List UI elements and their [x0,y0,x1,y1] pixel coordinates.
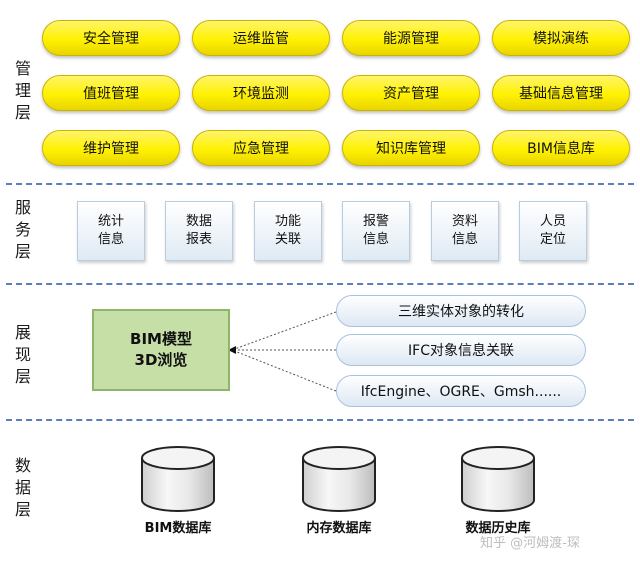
database-label-memory: 内存数据库 [306,521,372,536]
service-item-label: 数据报表 [185,214,212,247]
database-label-history: 数据历史库 [465,521,531,536]
bim-3d-view-box[interactable]: BIM模型 3D浏览 [92,309,230,391]
service-item-documents[interactable]: 资料信息 [431,201,499,261]
display-feature-entity-conversion[interactable]: 三维实体对象的转化 [336,295,586,327]
connector-arrowhead [228,346,236,354]
layer-label-data: 数据层 [14,456,31,519]
management-item-environment[interactable]: 环境监测 [192,75,330,111]
service-item-positioning[interactable]: 人员定位 [519,201,587,261]
database-icon-history [461,446,535,512]
management-item-assets[interactable]: 资产管理 [342,75,480,111]
service-item-label: 功能关联 [274,214,301,247]
display-feature-ifc-association[interactable]: IFC对象信息关联 [336,334,586,366]
service-item-reports[interactable]: 数据报表 [165,201,233,261]
service-item-label: 报警信息 [362,214,389,247]
watermark-text: 知乎 @河姆渡-琛 [480,536,580,551]
management-item-bim-library[interactable]: BIM信息库 [492,130,630,166]
service-item-alarms[interactable]: 报警信息 [342,201,410,261]
service-item-label: 统计信息 [97,214,124,247]
layer-divider [6,283,634,285]
bim-box-line1: BIM模型 [130,330,192,348]
connector-line [231,311,337,392]
management-item-operations[interactable]: 运维监管 [192,20,330,56]
layer-label-management: 管理层 [14,59,31,122]
management-item-knowledge[interactable]: 知识库管理 [342,130,480,166]
management-item-emergency[interactable]: 应急管理 [192,130,330,166]
management-item-safety[interactable]: 安全管理 [42,20,180,56]
management-item-energy[interactable]: 能源管理 [342,20,480,56]
layer-label-display: 展现层 [14,323,31,386]
service-item-statistics[interactable]: 统计信息 [77,201,145,261]
service-item-function-link[interactable]: 功能关联 [254,201,322,261]
management-item-simulation[interactable]: 模拟演练 [492,20,630,56]
management-item-basic-info[interactable]: 基础信息管理 [492,75,630,111]
bim-box-line2: 3D浏览 [134,351,188,369]
display-feature-engines[interactable]: IfcEngine、OGRE、Gmsh...... [336,375,586,407]
management-item-duty[interactable]: 值班管理 [42,75,180,111]
layer-divider [6,183,634,185]
layer-label-service: 服务层 [14,198,31,261]
layer-divider [6,419,634,421]
service-item-label: 资料信息 [451,214,478,247]
management-item-maintenance[interactable]: 维护管理 [42,130,180,166]
database-icon-memory [302,446,376,512]
service-item-label: 人员定位 [539,214,566,247]
database-icon-bim [141,446,215,512]
database-label-bim: BIM数据库 [144,521,212,536]
